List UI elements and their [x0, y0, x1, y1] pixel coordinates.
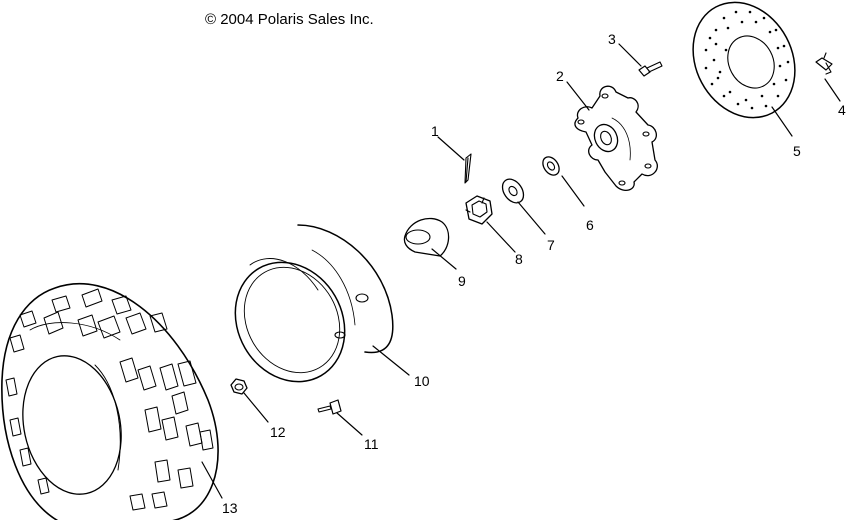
callout-6: 6 — [586, 217, 594, 233]
lug-nut — [230, 378, 248, 395]
castle-nut — [465, 195, 493, 225]
callout-10: 10 — [414, 373, 430, 389]
tire — [1, 282, 219, 520]
callout-13: 13 — [222, 500, 238, 516]
tire-tread-blocks — [5, 288, 214, 511]
wheel-hub — [574, 85, 658, 192]
copyright-text: © 2004 Polaris Sales Inc. — [205, 11, 374, 28]
callout-12: 12 — [270, 424, 286, 440]
callout-8: 8 — [515, 251, 523, 267]
callout-numbers: 1 2 3 4 5 6 7 8 9 10 11 12 13 — [222, 31, 846, 516]
callout-2: 2 — [556, 68, 564, 84]
brake-disc — [692, 1, 796, 119]
callout-5: 5 — [793, 143, 801, 159]
callout-11: 11 — [364, 436, 379, 452]
leader-lines — [201, 43, 841, 499]
rotor-bolt — [815, 52, 833, 75]
wheel-rim — [234, 224, 394, 383]
brake-disc-holes — [704, 10, 790, 110]
valve-stem — [317, 399, 342, 415]
hub-bolt — [638, 61, 663, 77]
callout-1: 1 — [431, 123, 439, 139]
cotter-pin — [464, 153, 472, 184]
callout-7: 7 — [547, 237, 555, 253]
callout-4: 4 — [838, 102, 846, 118]
washer-small — [542, 156, 560, 176]
washer-large — [501, 178, 525, 204]
callout-3: 3 — [608, 31, 616, 47]
hub-cap — [403, 217, 450, 257]
callout-9: 9 — [458, 273, 466, 289]
